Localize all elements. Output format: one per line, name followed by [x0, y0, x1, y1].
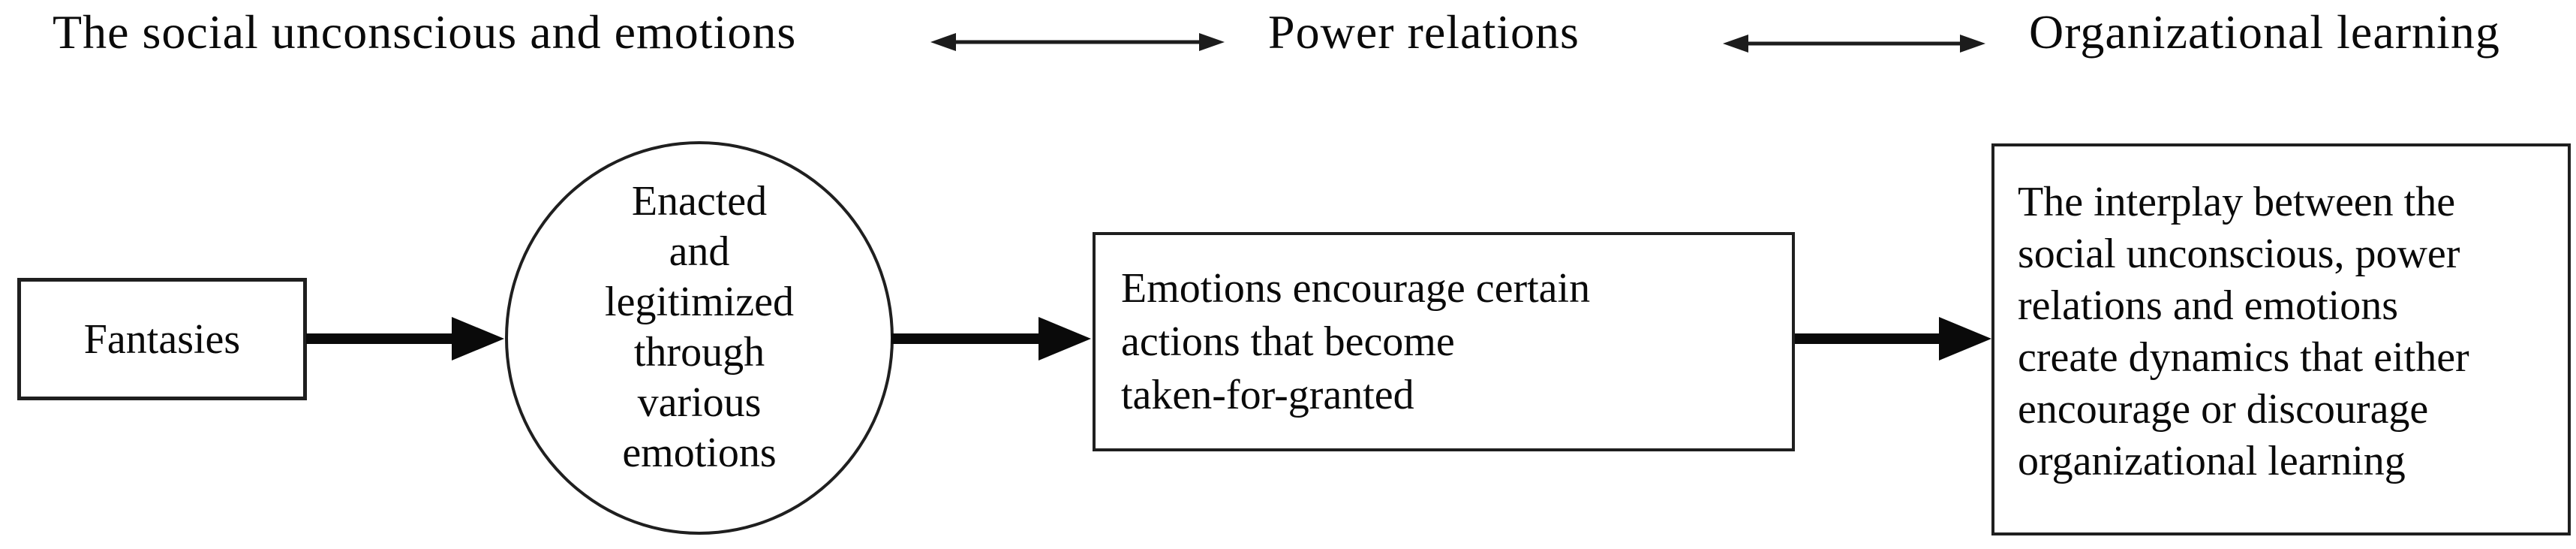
interplay-box-line: encourage or discourage	[2018, 386, 2429, 433]
fantasies-box: Fantasies	[17, 278, 307, 400]
interplay-box-line: organizational learning	[2018, 438, 2406, 484]
emotions-circle-text: Enacted and legitimized through various …	[605, 176, 794, 499]
interplay-box-line: The interplay between the	[2018, 179, 2456, 225]
flow-arrow-icon	[1795, 317, 1991, 360]
actions-box: Emotions encourage certain actions that …	[1093, 232, 1795, 451]
interplay-box: The interplay between the social unconsc…	[1991, 143, 2571, 535]
circle-line: through	[633, 329, 765, 376]
interplay-box-line: relations and emotions	[2018, 282, 2399, 329]
header-label-social-unconscious-emotions: The social unconscious and emotions	[53, 5, 797, 59]
double-arrow-icon	[1723, 35, 1985, 53]
actions-box-line: taken-for-granted	[1121, 371, 1414, 418]
circle-line: legitimized	[605, 279, 794, 325]
double-arrow-icon	[930, 33, 1225, 51]
interplay-box-line: create dynamics that either	[2018, 334, 2469, 381]
actions-box-line: Emotions encourage certain	[1121, 264, 1591, 312]
circle-line: and	[669, 228, 730, 275]
flow-arrow-icon	[306, 317, 504, 360]
interplay-box-line: social unconscious, power	[2018, 231, 2460, 277]
actions-box-line: actions that become	[1121, 318, 1455, 365]
circle-line: Enacted	[631, 178, 768, 225]
circle-line: emotions	[622, 430, 777, 476]
flow-arrow-icon	[891, 317, 1091, 360]
header-label-organizational-learning: Organizational learning	[2029, 5, 2500, 59]
header-label-power-relations: Power relations	[1268, 5, 1580, 59]
circle-line: various	[637, 379, 762, 426]
emotions-circle: Enacted and legitimized through various …	[505, 141, 894, 535]
fantasies-label: Fantasies	[83, 315, 241, 363]
